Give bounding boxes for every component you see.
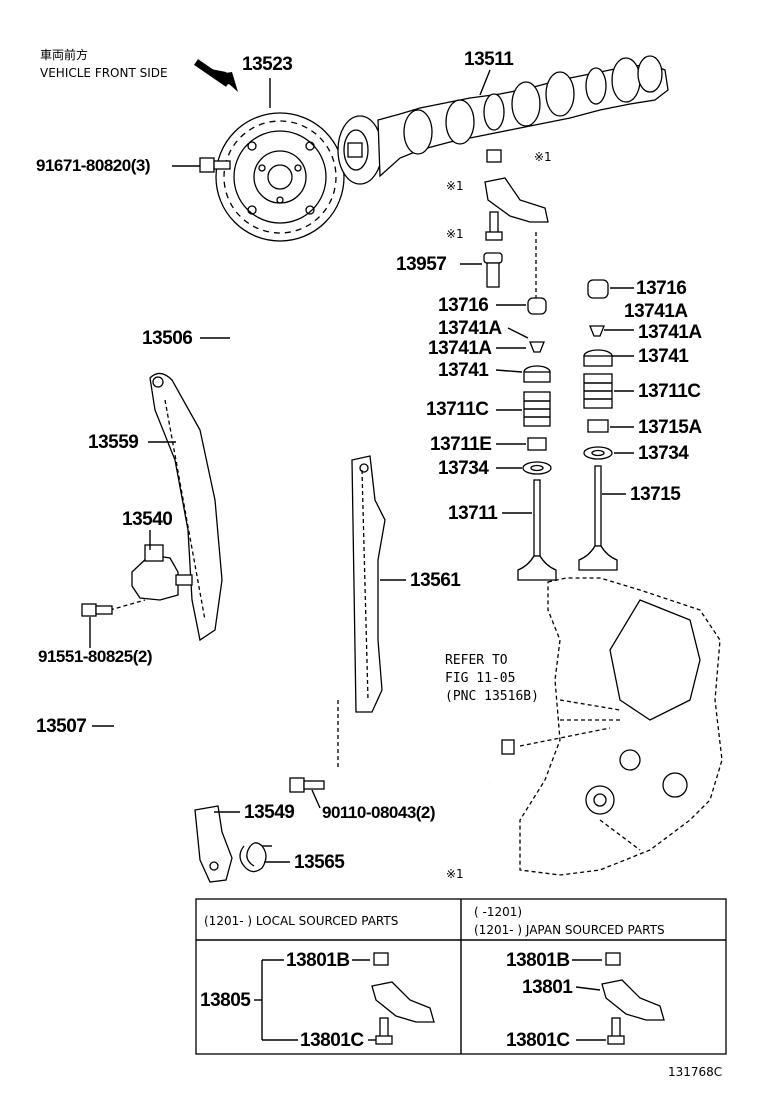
part-13716-right-label[interactable]: 13716 — [636, 278, 687, 299]
bolt-90110-label[interactable]: 90110-08043(2) — [322, 803, 436, 822]
part-13540-label[interactable]: 13540 — [122, 509, 173, 530]
subtable-right-header-2: (1201- ) JAPAN SOURCED PARTS — [474, 923, 665, 937]
guide-bolt — [289, 777, 325, 793]
sprocket-bolt — [199, 157, 231, 173]
part-13523-label[interactable]: 13523 — [242, 54, 293, 75]
sub-right-13801c-label[interactable]: 13801C — [506, 1030, 570, 1051]
bolt-91551-label[interactable]: 91551-80825(2) — [38, 647, 152, 666]
part-13741a-right-2-label[interactable]: 13741A — [638, 322, 702, 343]
part-13734-left-label[interactable]: 13734 — [438, 458, 489, 479]
front-side-label: VEHICLE FRONT SIDE — [40, 66, 168, 80]
leader-lines — [89, 69, 634, 863]
camshaft-sprocket — [215, 112, 345, 242]
sub-right-13801b-label[interactable]: 13801B — [506, 950, 570, 971]
part-13549-label[interactable]: 13549 — [244, 802, 295, 823]
subtable-frame — [195, 898, 727, 1055]
vehicle-front-arrow — [194, 59, 238, 92]
damper-spring — [239, 842, 272, 873]
subtable-right-header-1: ( -1201) — [474, 905, 523, 919]
part-13957-label[interactable]: 13957 — [396, 254, 447, 275]
part-13741a-right-1-label[interactable]: 13741A — [624, 301, 688, 322]
sub-left-13801b-label[interactable]: 13801B — [286, 950, 350, 971]
oil-pump-chain — [106, 714, 184, 952]
chain-damper — [194, 805, 233, 883]
part-13734-right-label[interactable]: 13734 — [638, 443, 689, 464]
part-13711e-label[interactable]: 13711E — [430, 434, 492, 455]
subtable-right-parts — [601, 952, 665, 1045]
chain-guide — [351, 455, 386, 713]
part-13715-label[interactable]: 13715 — [630, 484, 681, 505]
timing-chain — [226, 309, 334, 756]
sub-left-13805-label[interactable]: 13805 — [200, 990, 251, 1011]
lash-adjuster — [483, 252, 503, 288]
subtable-left-parts — [371, 952, 435, 1045]
part-13741a-left-1-label[interactable]: 13741A — [438, 318, 502, 339]
exhaust-valve-stack — [578, 279, 618, 571]
oil-pipe — [478, 727, 611, 783]
sub-left-13801c-label[interactable]: 13801C — [300, 1030, 364, 1051]
camshaft — [337, 55, 669, 185]
subtable-left-header: (1201- ) LOCAL SOURCED PARTS — [204, 914, 399, 928]
part-13711-label[interactable]: 13711 — [448, 503, 498, 524]
subtable-mark: ※1 — [446, 867, 464, 881]
part-13506-label[interactable]: 13506 — [142, 328, 193, 349]
part-13561-label[interactable]: 13561 — [410, 570, 461, 591]
chain-tensioner — [131, 544, 193, 601]
part-13511-label[interactable]: 13511 — [464, 49, 514, 70]
intake-valve-stack — [517, 297, 557, 581]
part-13741-right-label[interactable]: 13741 — [638, 346, 689, 367]
mark-x1-nut: ※1 — [534, 150, 552, 164]
illustration-number: 131768C — [668, 1065, 723, 1079]
chain-slipper — [149, 372, 223, 642]
cylinder-head — [519, 577, 723, 876]
part-13507-label[interactable]: 13507 — [36, 716, 87, 737]
refer-line-1: REFER TO — [445, 653, 508, 668]
refer-line-2[interactable]: FIG 11-05 — [445, 671, 516, 686]
sub-right-13801-label[interactable]: 13801 — [522, 977, 573, 998]
refer-line-3: (PNC 13516B) — [445, 689, 539, 704]
front-side-jp-label: 車両前方 — [40, 48, 89, 62]
rocker-arm — [484, 149, 549, 241]
part-13741a-left-2-label[interactable]: 13741A — [428, 338, 492, 359]
part-13711c-left-label[interactable]: 13711C — [426, 399, 489, 420]
part-13559-label[interactable]: 13559 — [88, 432, 139, 453]
bolt-91671-label[interactable]: 91671-80820(3) — [36, 156, 150, 175]
part-13716-left-label[interactable]: 13716 — [438, 295, 489, 316]
mark-x1-screw: ※1 — [446, 227, 464, 241]
part-13565-label[interactable]: 13565 — [294, 852, 345, 873]
tensioner-bolt — [81, 603, 113, 617]
part-13715a-label[interactable]: 13715A — [638, 417, 702, 438]
mark-x1-rocker: ※1 — [446, 179, 464, 193]
part-13741-left-label[interactable]: 13741 — [438, 360, 489, 381]
part-13711c-right-label[interactable]: 13711C — [638, 381, 701, 402]
